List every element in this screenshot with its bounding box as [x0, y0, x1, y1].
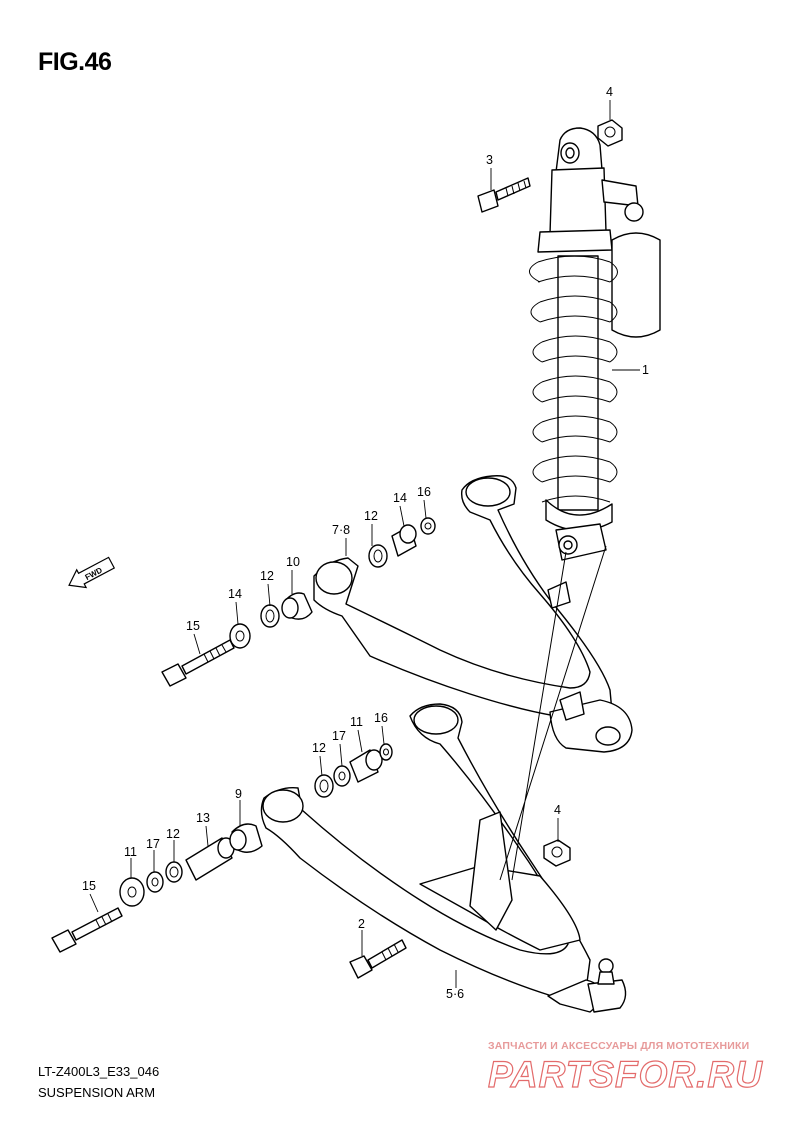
- seal-12-upper-right[interactable]: [368, 544, 388, 568]
- callout-14-right: 14: [393, 491, 407, 505]
- callout-12-lower-left: 12: [166, 827, 180, 841]
- callout-17-lower-left: 17: [146, 837, 160, 851]
- callout-5-6: 5·6: [446, 987, 464, 1001]
- seal-12-lower-right[interactable]: [314, 774, 334, 798]
- callout-10: 10: [286, 555, 300, 569]
- callout-12-upper-right: 12: [364, 509, 378, 523]
- callout-12-upper-left: 12: [260, 569, 274, 583]
- bushing-10[interactable]: [281, 592, 313, 620]
- callout-1: 1: [642, 363, 649, 377]
- seal-17-lower[interactable]: [146, 871, 164, 893]
- seal-17-lower-right[interactable]: [333, 765, 351, 787]
- callout-12-lower-right: 12: [312, 741, 326, 755]
- forward-arrow-icon: FWD: [68, 556, 116, 589]
- upper-suspension-arm[interactable]: [313, 475, 633, 753]
- lower-suspension-arm[interactable]: [260, 703, 627, 1013]
- bolt-2[interactable]: [349, 939, 407, 979]
- callout-15-lower: 15: [82, 879, 96, 893]
- callout-labels: 1 2 3 4 4 5·6 7·8 9 10 11 11 11 12 12 12…: [82, 85, 649, 1001]
- callout-11-lower-left: 11: [124, 845, 137, 859]
- callout-11-upper-right: 11: [350, 715, 363, 729]
- seal-12-lower[interactable]: [165, 861, 183, 883]
- callout-17-upper-right: 17: [332, 729, 346, 743]
- callout-13: 13: [196, 811, 210, 825]
- callout-16-upper: 16: [417, 485, 431, 499]
- callout-4-lower: 4: [554, 803, 561, 817]
- nut-16-lower[interactable]: [379, 743, 393, 761]
- bolt-15-lower[interactable]: [51, 907, 123, 953]
- bearing-9[interactable]: [229, 823, 263, 853]
- nut-4-upper[interactable]: [597, 119, 623, 147]
- washer-11-lower[interactable]: [119, 877, 145, 907]
- callout-3: 3: [486, 153, 493, 167]
- callout-2: 2: [358, 917, 365, 931]
- watermark-logo: PARTSFOR.RU: [487, 1053, 763, 1095]
- figure-title: FIG.46: [38, 48, 112, 76]
- seal-12-upper[interactable]: [260, 604, 280, 628]
- callout-14-left: 14: [228, 587, 242, 601]
- callout-4-upper: 4: [606, 85, 613, 99]
- section-name: SUSPENSION ARM: [38, 1085, 156, 1100]
- nut-4-lower[interactable]: [543, 839, 571, 867]
- washer-14-upper[interactable]: [229, 623, 251, 649]
- shock-absorber[interactable]: [529, 127, 661, 561]
- bolt-15-upper[interactable]: [161, 639, 235, 687]
- callout-7-8: 7·8: [332, 523, 350, 537]
- nut-16-upper[interactable]: [420, 517, 436, 535]
- leader-lines: [89, 100, 640, 988]
- spacer-14-upper[interactable]: [391, 524, 417, 557]
- bolt-3[interactable]: [477, 177, 531, 213]
- bushing-11-lower-right[interactable]: [349, 749, 383, 783]
- collar-13[interactable]: [185, 837, 235, 881]
- callout-9: 9: [235, 787, 242, 801]
- callout-15-upper: 15: [186, 619, 200, 633]
- callout-16-lower: 16: [374, 711, 388, 725]
- model-code: LT-Z400L3_E33_046: [38, 1064, 160, 1079]
- watermark-tagline: ЗАПЧАСТИ И АКСЕССУАРЫ ДЛЯ МОТОТЕХНИКИ: [488, 1040, 750, 1052]
